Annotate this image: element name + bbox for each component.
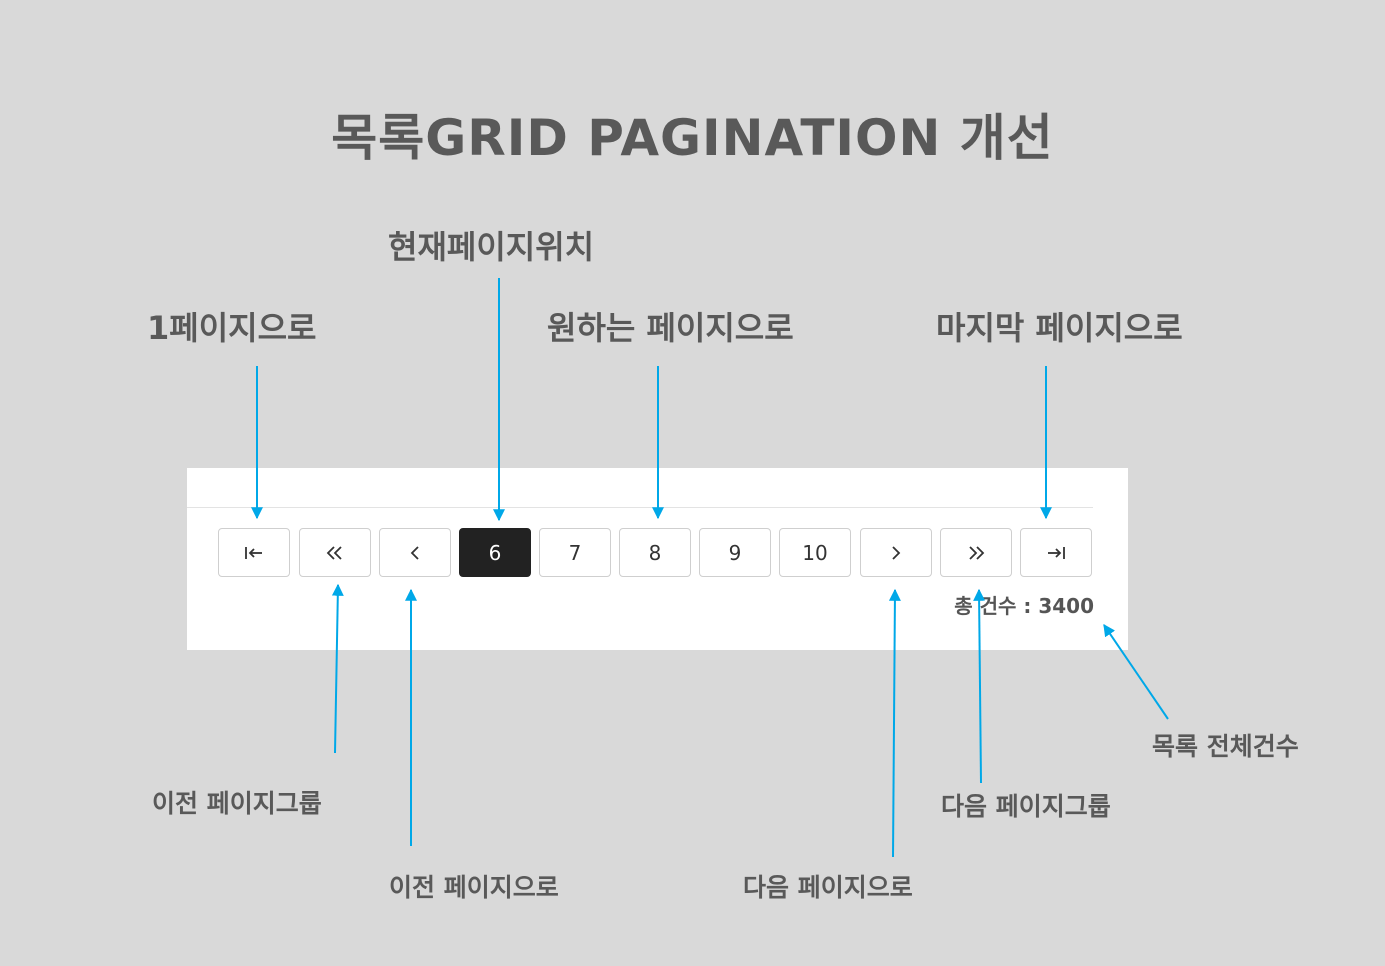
next-group-button[interactable] bbox=[940, 528, 1012, 577]
page-button-6[interactable]: 6 bbox=[459, 528, 531, 577]
double-chevron-right-icon bbox=[965, 544, 987, 562]
label-next-page: 다음 페이지으로 bbox=[743, 873, 913, 902]
label-total-count: 목록 전체건수 bbox=[1152, 732, 1299, 761]
label-current-page: 현재페이지위치 bbox=[388, 228, 595, 266]
label-prev-page: 이전 페이지으로 bbox=[389, 873, 559, 902]
total-count: 총 건수 : 3400 bbox=[954, 594, 1094, 618]
first-page-icon bbox=[243, 544, 265, 562]
label-desired-page: 원하는 페이지으로 bbox=[547, 309, 794, 347]
pagination-panel: 6 7 8 9 10 총 건수 : 3400 bbox=[187, 468, 1128, 650]
double-chevron-left-icon bbox=[324, 544, 346, 562]
page-button-7[interactable]: 7 bbox=[539, 528, 611, 577]
label-prev-group: 이전 페이지그룹 bbox=[152, 789, 322, 818]
label-first-page: 1페이지으로 bbox=[147, 309, 317, 347]
last-page-icon bbox=[1045, 544, 1067, 562]
page-button-9[interactable]: 9 bbox=[699, 528, 771, 577]
page-title: 목록GRID PAGINATION 개선 bbox=[331, 109, 1054, 167]
last-page-button[interactable] bbox=[1020, 528, 1092, 577]
first-page-button[interactable] bbox=[218, 528, 290, 577]
page-button-10[interactable]: 10 bbox=[779, 528, 851, 577]
prev-group-button[interactable] bbox=[299, 528, 371, 577]
chevron-left-icon bbox=[404, 544, 426, 562]
label-next-group: 다음 페이지그룹 bbox=[941, 792, 1111, 821]
prev-page-button[interactable] bbox=[379, 528, 451, 577]
next-page-button[interactable] bbox=[860, 528, 932, 577]
page-button-8[interactable]: 8 bbox=[619, 528, 691, 577]
label-last-page: 마지막 페이지으로 bbox=[936, 309, 1183, 347]
divider bbox=[187, 507, 1093, 508]
chevron-right-icon bbox=[885, 544, 907, 562]
